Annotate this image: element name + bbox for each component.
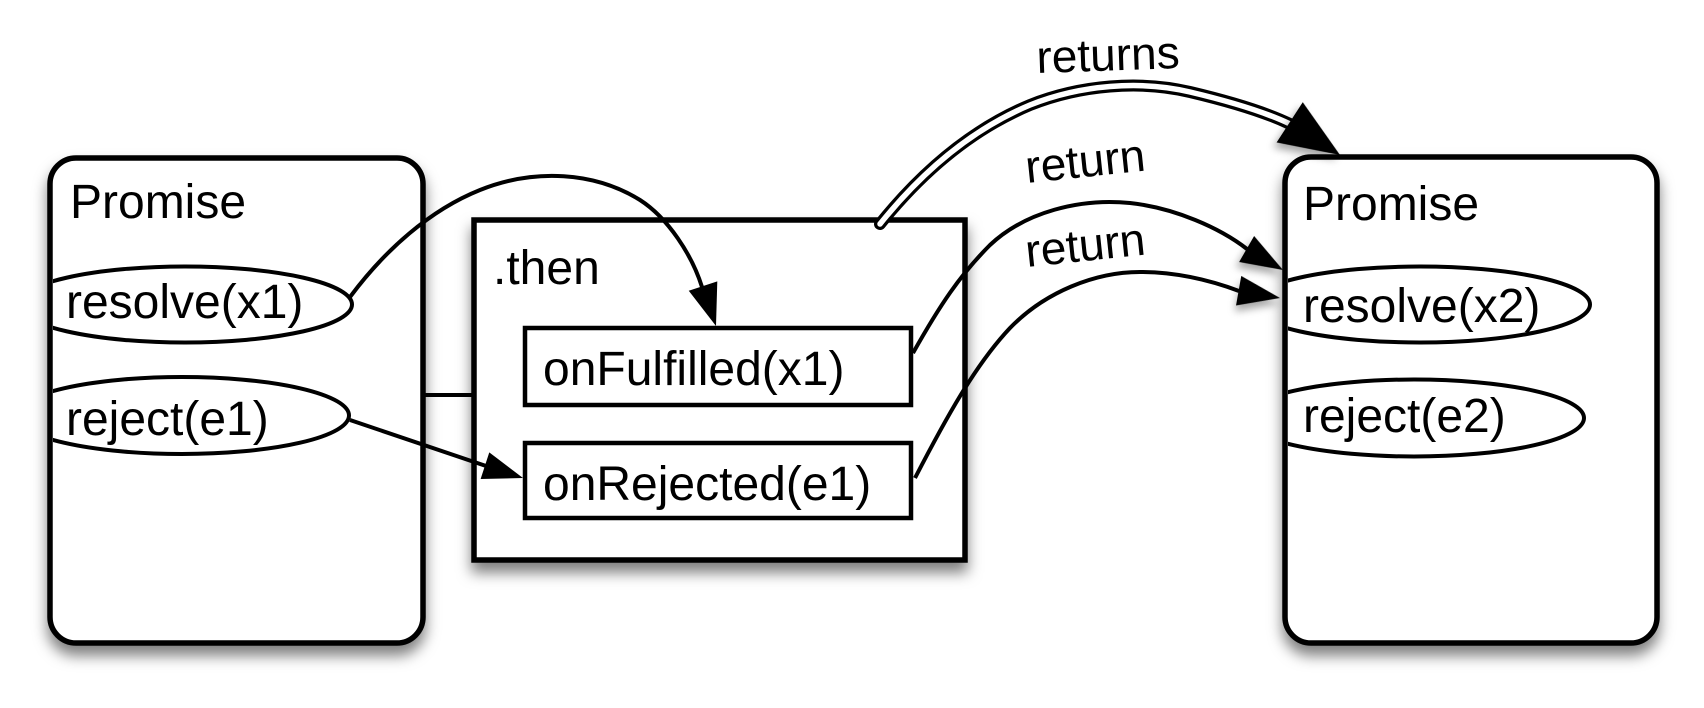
- resolve-x1-pill: [53, 264, 354, 345]
- promise2-box: Promise resolve(x2) reject(e2): [1282, 154, 1660, 646]
- onrejected-box: [522, 440, 914, 521]
- arrowhead-return-rejected: [1236, 275, 1280, 306]
- reject-e2-label: reject(e2): [1303, 390, 1506, 443]
- arrowhead-returns: [1276, 102, 1340, 155]
- arrowhead-return-fulfilled: [1239, 236, 1283, 270]
- arrow-reject-to-onrejected: [349, 418, 523, 479]
- promise1-box: Promise resolve(x1) reject(e1): [47, 155, 426, 646]
- arrow-resolve-to-onfulfilled: [348, 173, 718, 326]
- then-box: .then onFulfilled(x1) onRejected(e1): [471, 217, 968, 563]
- promise2-title: Promise: [1303, 178, 1479, 231]
- onrejected-label: onRejected(e1): [543, 458, 871, 511]
- resolve-x2-pill: [1288, 264, 1592, 345]
- return-label-fulfilled: return: [1023, 129, 1148, 193]
- arrowhead-onrejected: [480, 452, 523, 479]
- reject-e1-label: reject(e1): [66, 393, 269, 446]
- onfulfilled-box: [522, 325, 914, 408]
- reject-e2-pill: [1288, 377, 1586, 459]
- returns-label: returns: [1036, 26, 1181, 83]
- reject-e1-pill: [53, 375, 351, 456]
- arrowhead-onfulfilled: [688, 281, 718, 326]
- return-arrow-rejected: [913, 269, 1280, 479]
- resolve-x2-label: resolve(x2): [1303, 280, 1540, 333]
- return-label-rejected: return: [1023, 213, 1148, 277]
- resolve-x1-label: resolve(x1): [66, 276, 303, 329]
- onfulfilled-label: onFulfilled(x1): [543, 343, 844, 396]
- then-title: .then: [493, 242, 600, 295]
- returns-arrow: [874, 79, 1340, 230]
- return-arrow-fulfilled: [911, 200, 1283, 354]
- promise1-title: Promise: [70, 176, 246, 229]
